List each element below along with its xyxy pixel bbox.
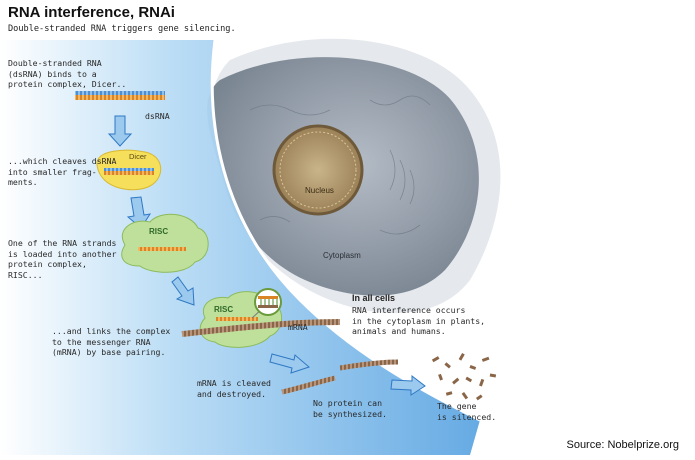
- source-credit: Source: Nobelprize.org: [566, 439, 679, 451]
- step-4-text: ...and links the complex to the messenge…: [52, 326, 171, 357]
- base-pairing-detail: [258, 296, 278, 308]
- dicer-complex: [96, 149, 162, 191]
- info-body: RNA interference occurs in the cytoplasm…: [352, 305, 486, 336]
- nucleus-label: Nucleus: [305, 186, 334, 195]
- page-title: RNA interference, RNAi: [8, 4, 175, 21]
- dsrna-label: dsRNA: [145, 111, 170, 121]
- risc-label-1: RISC: [149, 227, 169, 236]
- dsrna-strand-top: [75, 91, 165, 95]
- base-pairing-zoom: [254, 288, 282, 316]
- dicer-rna-bottom: [104, 171, 154, 175]
- flow-arrow-3: [171, 276, 195, 306]
- info-heading: In all cells: [352, 293, 396, 303]
- page-subtitle: Double-stranded RNA triggers gene silenc…: [8, 24, 236, 34]
- nucleus: [272, 124, 364, 216]
- mrna-label: mRNA: [288, 322, 308, 332]
- dsrna-molecule: [75, 91, 165, 100]
- step-3-text: One of the RNA strands is loaded into an…: [8, 238, 117, 280]
- mrna-fragment-1: [281, 375, 336, 395]
- risc-mrna-complex: [181, 288, 341, 348]
- step-6-text: No protein can be synthesized.: [313, 398, 387, 419]
- step-2-text: ...which cleaves dsRNA into smaller frag…: [8, 156, 117, 187]
- step-7-text: The gene is silenced.: [437, 401, 497, 422]
- dicer-rna-top: [104, 168, 154, 171]
- risc-complex-1: [121, 213, 209, 273]
- flow-arrow-4: [269, 353, 310, 374]
- risc-label-2: RISC: [214, 305, 234, 314]
- nucleus-inner-ring: [279, 131, 357, 209]
- mrna-strand: [181, 319, 341, 337]
- cleaved-mrna: [281, 359, 399, 395]
- step-1-text: Double-stranded RNA (dsRNA) binds to a p…: [8, 58, 127, 89]
- cytoplasm-texture: [249, 95, 431, 235]
- dsrna-strand-bottom: [75, 95, 165, 100]
- risc-protein-1: [121, 213, 209, 273]
- flow-arrow-1: [107, 115, 133, 147]
- cell: [207, 38, 501, 314]
- risc-2-rna-strand: [216, 317, 258, 321]
- flow-arrow-5: [390, 374, 426, 396]
- dicer-label: Dicer: [129, 152, 147, 161]
- step-5-text: mRNA is cleaved and destroyed.: [197, 378, 271, 399]
- risc-1-rna-strand: [138, 247, 186, 251]
- mrna-fragment-2: [339, 359, 399, 371]
- degraded-fragments: [431, 353, 497, 401]
- cytoplasm-label: Cytoplasm: [323, 251, 361, 260]
